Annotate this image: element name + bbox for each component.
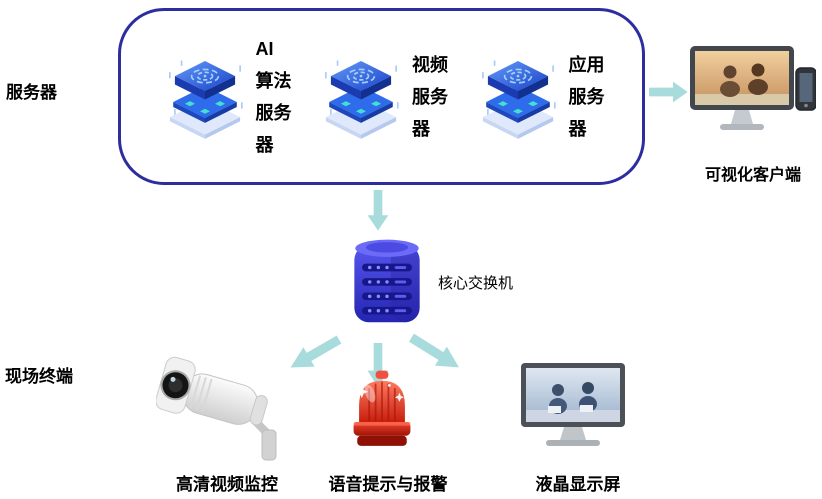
server-group-box: AI 算法 服务 器: [118, 8, 645, 185]
server-label-app: 应用 服务 器: [568, 54, 605, 139]
arrow-box-to-client: [649, 81, 688, 103]
server-node-app: 应用 服务 器: [472, 49, 605, 145]
lcd-display-icon: [521, 363, 625, 446]
server-icon: [481, 59, 556, 139]
arrow-box-to-switch: [367, 190, 389, 231]
server-label-ai: AI 算法 服务 器: [255, 38, 292, 155]
terminal-label-lcd: 液晶显示屏: [535, 475, 621, 494]
section-label-field-terminals: 现场终端: [5, 367, 73, 386]
camera-icon: [156, 356, 277, 461]
client-label: 可视化客户端: [704, 167, 801, 184]
arrow-switch-to-camera: [290, 335, 342, 368]
terminal-label-alarm: 语音提示与报警: [328, 475, 448, 494]
terminal-label-camera: 高清视频监控: [176, 475, 278, 494]
server-node-ai: AI 算法 服务 器: [159, 33, 292, 161]
server-label-video: 视频 服务 器: [412, 54, 448, 139]
client-monitor-icon: [690, 46, 817, 130]
core-switch-icon: [354, 239, 420, 323]
server-node-video: 视频 服务 器: [315, 49, 448, 145]
server-icon: [168, 59, 243, 139]
section-label-servers: 服务器: [6, 83, 57, 102]
core-switch-label: 核心交换机: [438, 275, 514, 292]
alarm-icon: [353, 370, 411, 446]
arrow-switch-to-lcd: [408, 333, 459, 368]
server-icon: [325, 59, 399, 139]
client-node: 可视化客户端: [688, 44, 818, 185]
